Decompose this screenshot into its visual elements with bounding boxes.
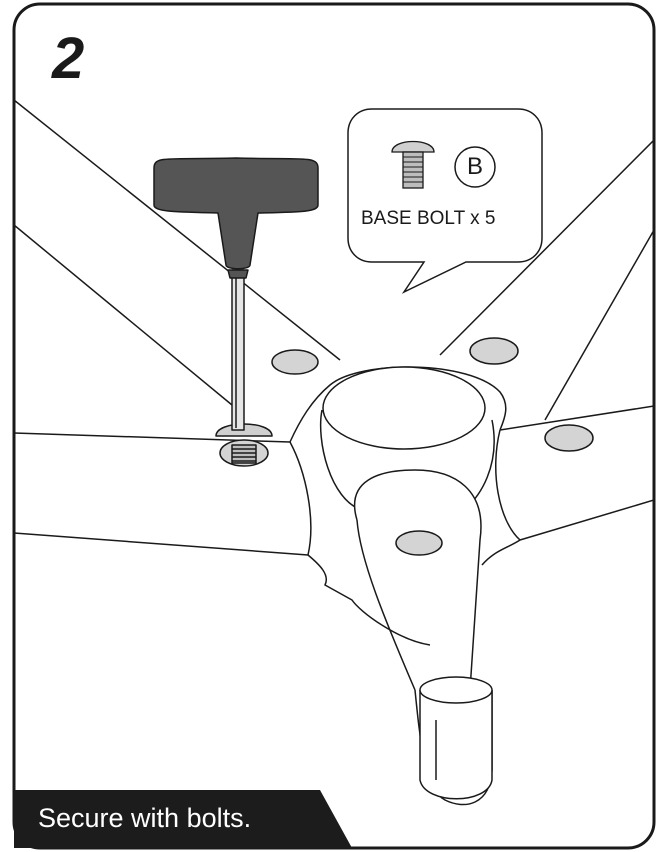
bolt-left bbox=[215, 423, 273, 467]
caption-bar bbox=[14, 790, 352, 848]
hex-key-tool bbox=[153, 157, 319, 431]
caption-text: Secure with bolts. bbox=[38, 803, 252, 833]
part-letter-circle bbox=[454, 146, 496, 188]
parts-callout bbox=[347, 108, 543, 294]
bolt-hole-front bbox=[395, 530, 443, 556]
bolt-hole-upper-right bbox=[469, 337, 519, 365]
part-letter: B bbox=[466, 153, 483, 180]
step-number: 2 bbox=[52, 26, 85, 91]
bolt-holes bbox=[271, 337, 594, 556]
bolt-icon bbox=[391, 140, 435, 189]
caster-socket bbox=[419, 676, 493, 800]
base-arm-right bbox=[495, 405, 654, 541]
base-arm-upper-right bbox=[439, 139, 654, 421]
base-hub bbox=[289, 366, 521, 646]
bolt-hole-right bbox=[544, 424, 594, 452]
bolt-hole-upper-left bbox=[271, 349, 319, 375]
part-label: BASE BOLT x 5 bbox=[361, 208, 496, 229]
base-arm-upper-left bbox=[14, 99, 341, 406]
